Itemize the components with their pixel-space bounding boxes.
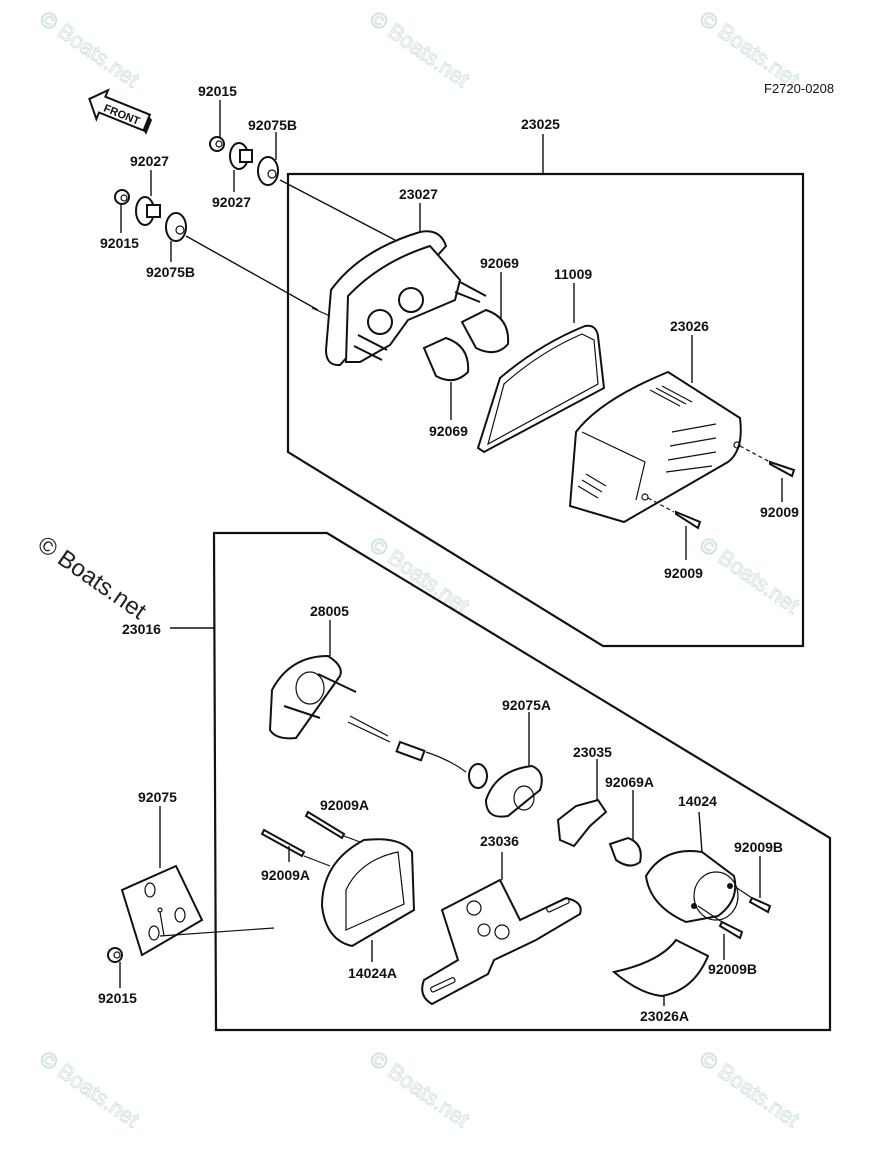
part-92069-bulbs: 92069 92069 xyxy=(422,255,519,439)
part-23027-lamp-base: 23027 xyxy=(311,186,487,367)
part-label-92075: 92075 xyxy=(138,789,177,805)
part-label-92069-bottom: 92069 xyxy=(429,423,468,439)
part-label-23027: 23027 xyxy=(399,186,438,202)
part-label-23035: 23035 xyxy=(573,744,612,760)
part-label-92009B-bottom: 92009B xyxy=(708,961,757,977)
part-label-92009A-top: 92009A xyxy=(320,797,369,813)
part-label-92015-left: 92015 xyxy=(100,235,139,251)
hardware-top: 92015 92027 92075B 92027 92015 92075B xyxy=(100,83,396,311)
part-28005-socket: 28005 xyxy=(268,603,426,762)
part-label-11009: 11009 xyxy=(554,266,592,282)
watermark: © Boats.net xyxy=(35,6,144,93)
part-label-92027: 92027 xyxy=(212,194,251,210)
part-14024A-housing: 92009A 92009A 14024A xyxy=(260,797,416,981)
part-label-23025: 23025 xyxy=(521,116,560,132)
part-92009-screws: 92009 92009 xyxy=(647,445,799,581)
part-92069A-bulb: 92069A xyxy=(605,774,654,867)
part-label-28005: 28005 xyxy=(310,603,349,619)
part-label-92075B: 92075B xyxy=(248,117,297,133)
part-label-23026A: 23026A xyxy=(640,1008,689,1024)
part-label-92009-bottom: 92009 xyxy=(664,565,703,581)
watermark: © Boats.net xyxy=(35,1046,144,1133)
part-92075-plate: 92075 92015 xyxy=(98,789,275,1006)
watermark: © Boats.net xyxy=(695,1046,804,1133)
watermark: © Boats.net xyxy=(365,6,474,93)
part-label-92015-bottom: 92015 xyxy=(98,990,137,1006)
part-label-92075A: 92075A xyxy=(502,697,551,713)
watermark: © Boats.net xyxy=(365,532,474,619)
part-label-92009-right: 92009 xyxy=(760,504,799,520)
part-23026-lens: 23026 xyxy=(568,318,742,524)
watermark: © Boats.net xyxy=(695,532,804,619)
part-label-92009B-top: 92009B xyxy=(734,839,783,855)
part-label-14024A: 14024A xyxy=(348,965,397,981)
assembly-23016: 23016 xyxy=(122,531,832,1032)
part-label-92075B-left: 92075B xyxy=(146,264,195,280)
part-label-92069A: 92069A xyxy=(605,774,654,790)
part-label-23026: 23026 xyxy=(670,318,709,334)
part-23035-holder: 23035 xyxy=(556,744,612,848)
part-14024-lens: 14024 xyxy=(644,793,739,924)
part-92075A-grommet: 92075A xyxy=(425,697,551,818)
assembly-23025: 23025 xyxy=(286,116,805,648)
watermark: © Boats.net xyxy=(365,1046,474,1133)
part-label-92027-left: 92027 xyxy=(130,153,169,169)
part-label-92015: 92015 xyxy=(198,83,237,99)
figure-code: F2720-0208 xyxy=(764,81,834,96)
part-23026A-reflector: 23026A xyxy=(611,938,710,1024)
part-label-92069-top: 92069 xyxy=(480,255,519,271)
watermark-dark: © Boats.net xyxy=(33,531,152,625)
part-label-92009A-left: 92009A xyxy=(261,867,310,883)
part-92009B-screws: 92009B 92009B xyxy=(697,839,783,977)
watermark: © Boats.net xyxy=(695,6,804,93)
part-label-23036: 23036 xyxy=(480,833,519,849)
part-11009-gasket: 11009 xyxy=(476,266,606,454)
part-23036-bracket: 23036 xyxy=(421,833,582,1006)
front-arrow-icon: FRONT xyxy=(88,88,153,135)
part-label-23016: 23016 xyxy=(122,621,161,637)
part-label-14024: 14024 xyxy=(678,793,717,809)
